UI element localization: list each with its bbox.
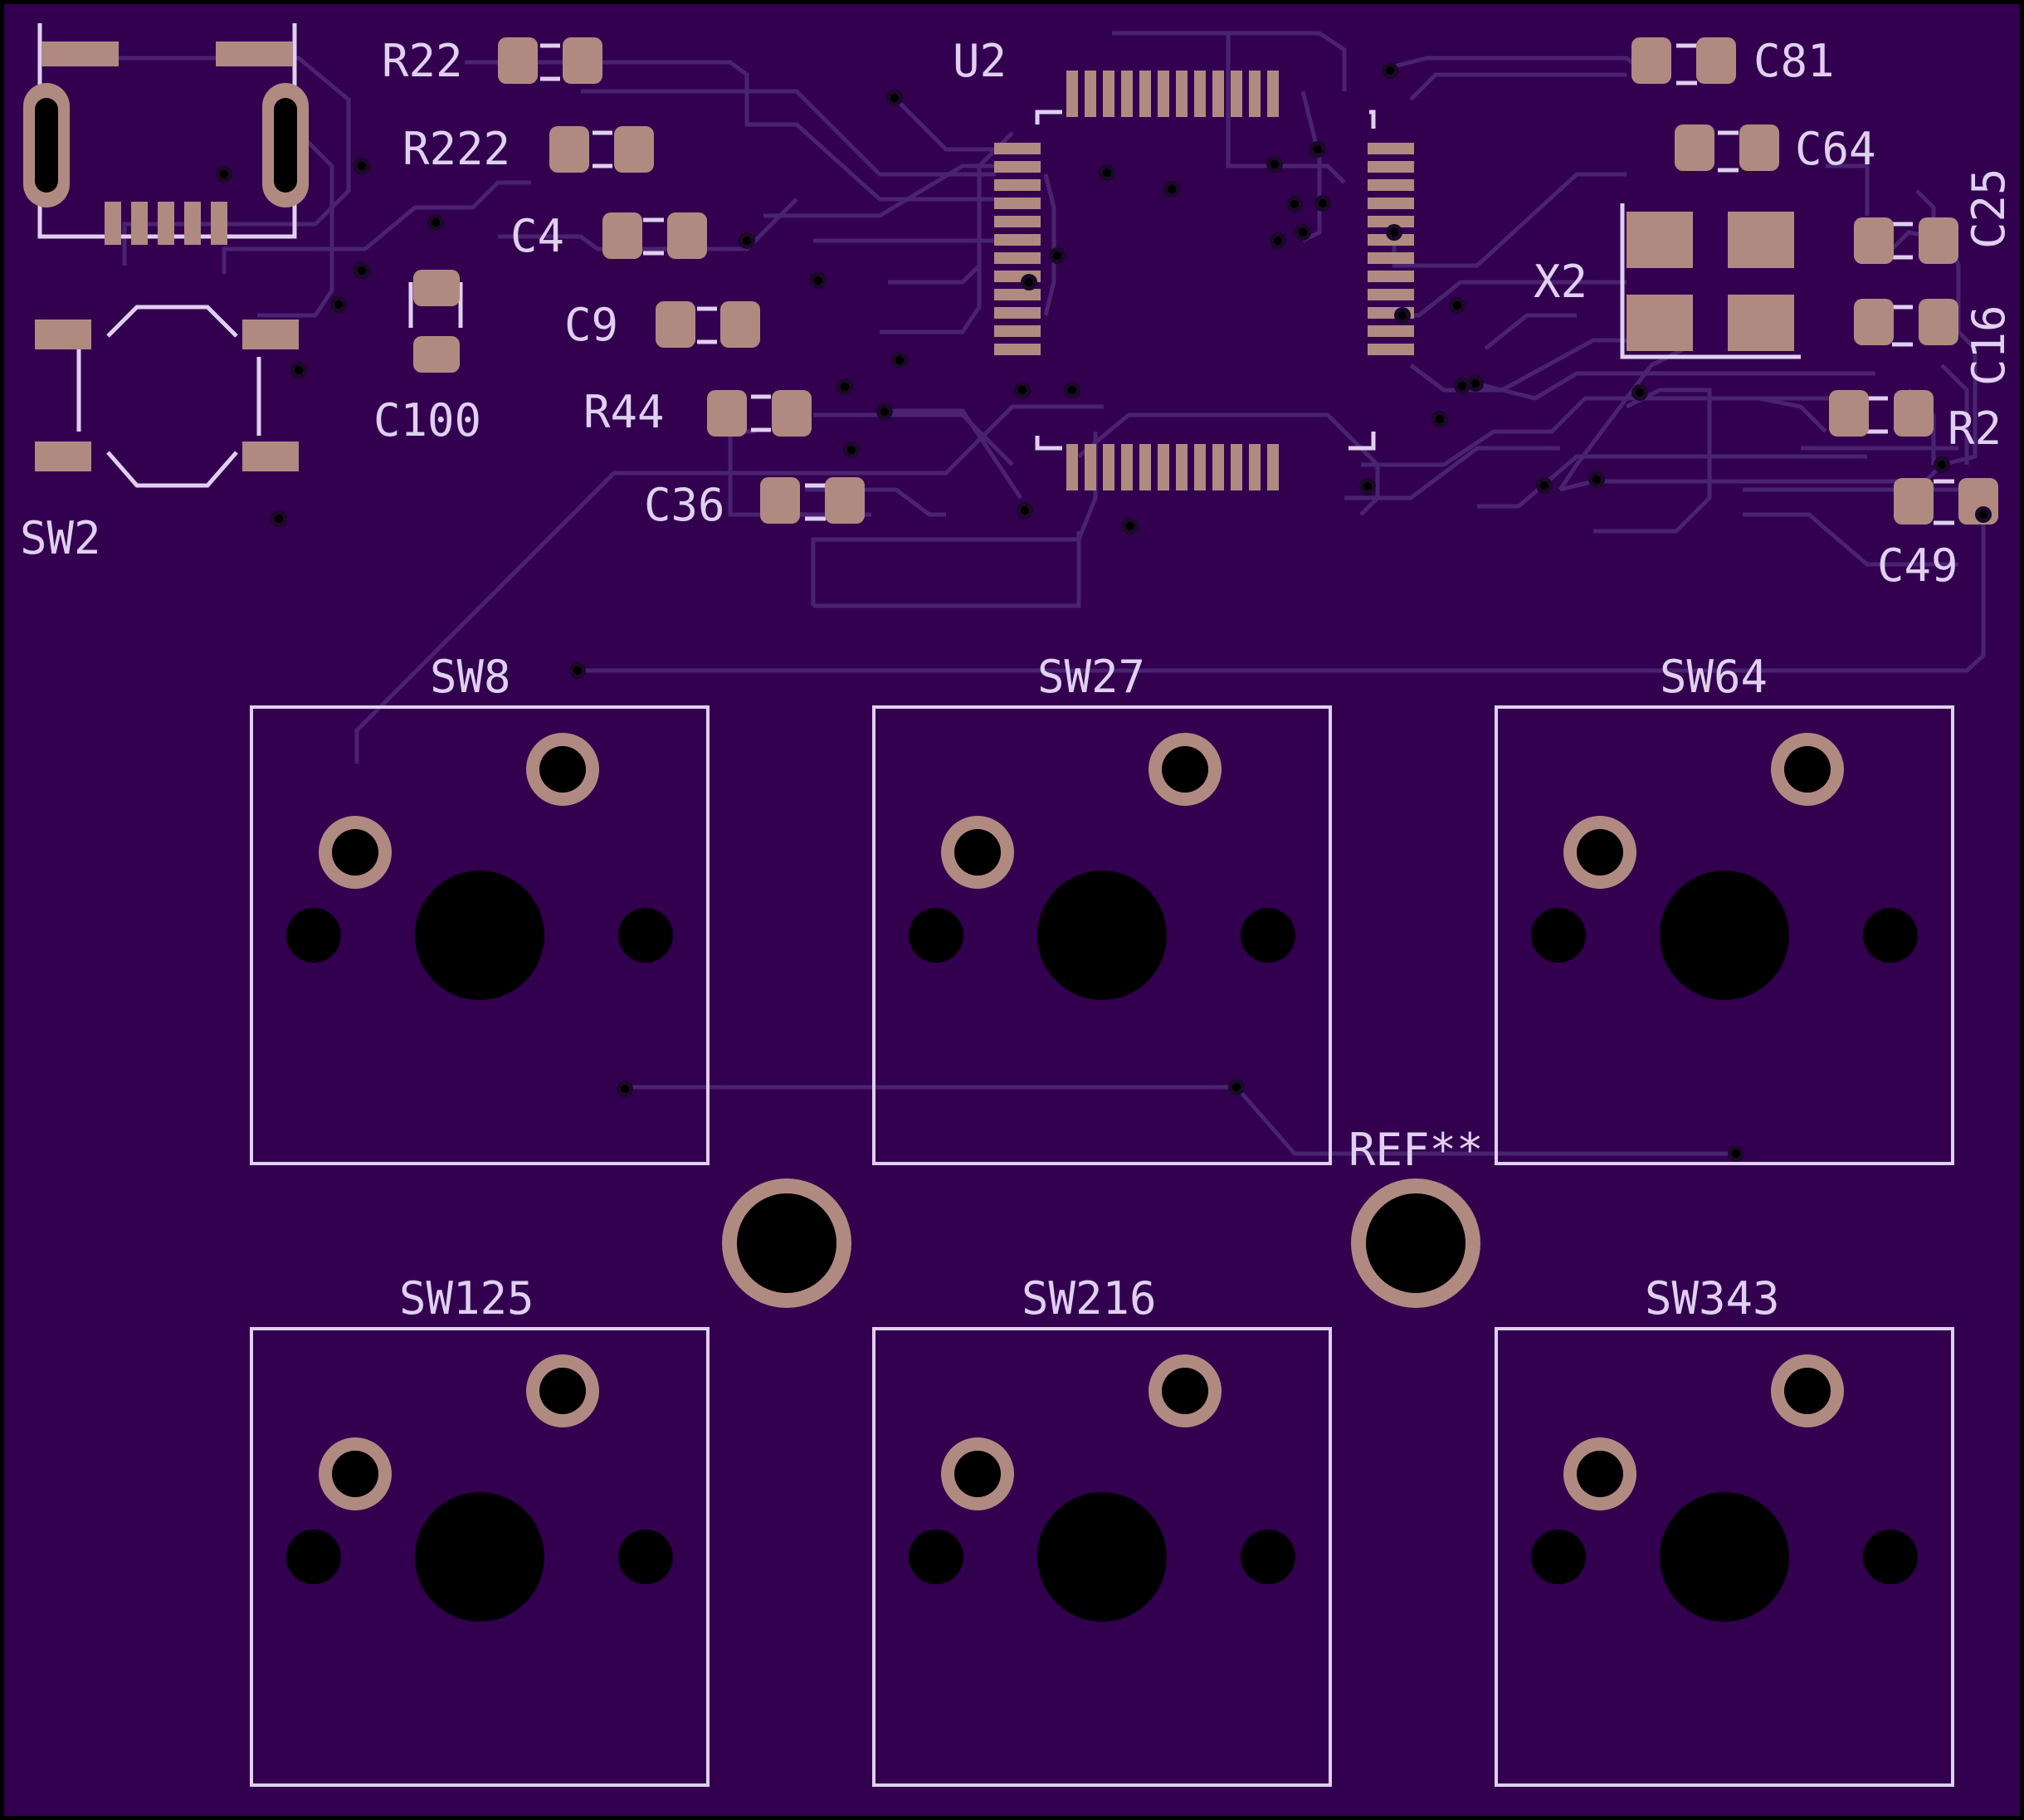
key-switch-icon <box>872 1327 1332 1787</box>
label-x2: X2 <box>1534 256 1587 308</box>
label-sw216: SW216 <box>1022 1272 1157 1325</box>
reference-labels: R22 R222 C4 C9 C100 R44 C36 U2 C81 C64 X… <box>20 35 2015 1325</box>
label-c81: C81 <box>1753 35 1835 87</box>
crystal-icon <box>1627 212 1794 351</box>
label-u2: U2 <box>953 35 1007 87</box>
label-sw64: SW64 <box>1660 651 1768 703</box>
label-r44: R44 <box>583 386 665 438</box>
label-r2: R2 <box>1948 403 2002 455</box>
vias <box>216 62 1992 1162</box>
label-r222: R222 <box>402 123 510 175</box>
label-c4: C4 <box>510 210 564 262</box>
key-switch-icon <box>1495 705 1954 1165</box>
smd-pads <box>413 37 1998 525</box>
label-c36: C36 <box>644 479 725 531</box>
label-r22: R22 <box>382 35 463 87</box>
mounting-hole-icon <box>722 1178 1480 1308</box>
label-c16: C16 <box>1963 305 2015 386</box>
key-switch-icon <box>250 705 710 1165</box>
label-sw125: SW125 <box>399 1272 534 1325</box>
label-c100: C100 <box>373 394 481 446</box>
label-sw343: SW343 <box>1645 1272 1780 1325</box>
label-c9: C9 <box>564 299 618 351</box>
key-switch-icon <box>250 1327 710 1787</box>
tactile-switch-icon <box>35 320 299 471</box>
key-switch-icon <box>872 705 1332 1165</box>
label-c49: C49 <box>1877 539 1958 592</box>
label-sw27: SW27 <box>1037 651 1145 703</box>
label-c25: C25 <box>1963 168 2015 249</box>
label-sw8: SW8 <box>430 651 511 703</box>
key-switches <box>250 705 1954 1787</box>
label-sw2: SW2 <box>20 512 101 564</box>
label-c64: C64 <box>1795 123 1876 175</box>
key-switch-icon <box>1495 1327 1954 1787</box>
qfp-chip-icon <box>994 71 1414 490</box>
label-ref: REF** <box>1349 1124 1484 1176</box>
usb-connector-icon <box>23 41 309 245</box>
